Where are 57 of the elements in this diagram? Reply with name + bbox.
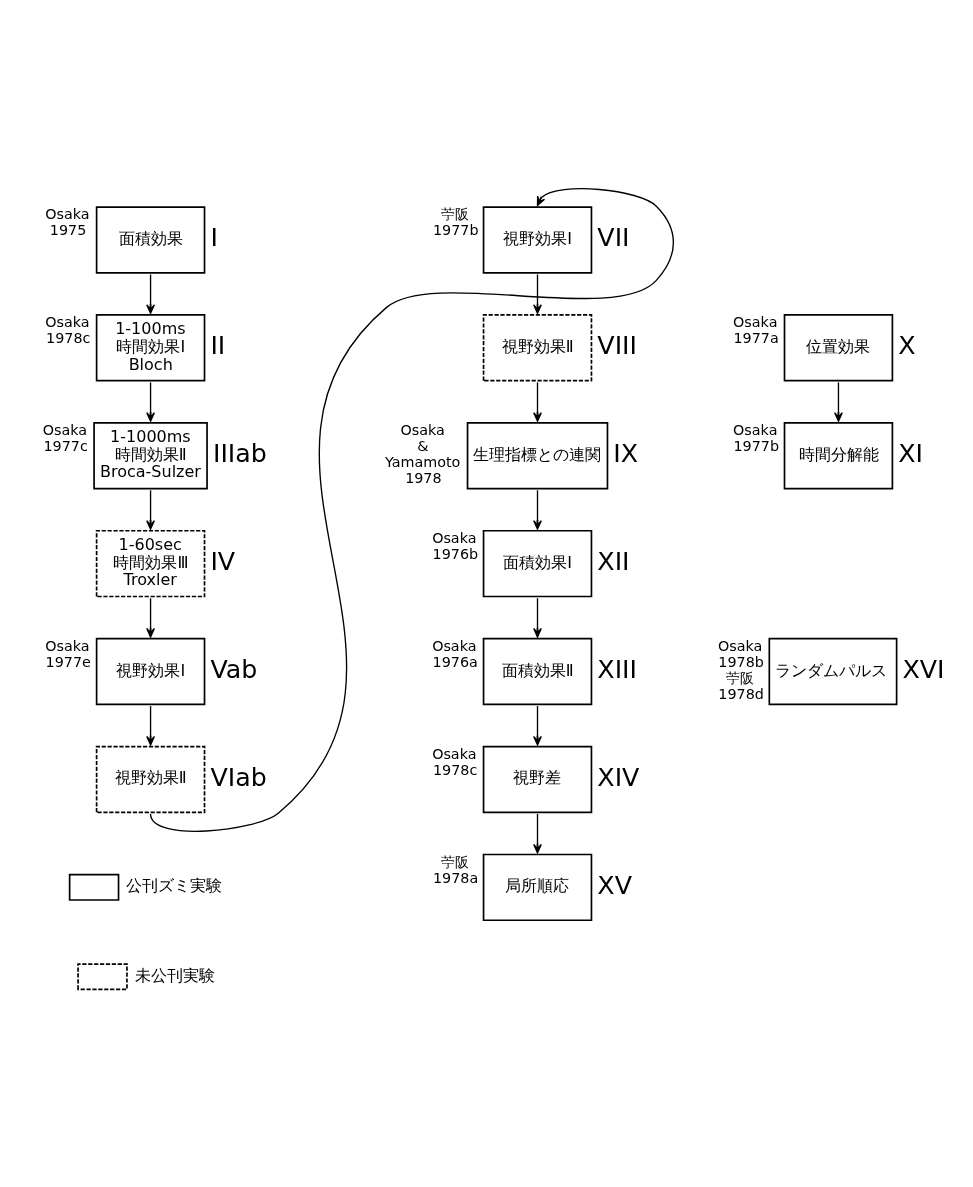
node-box: 視野効果Ⅰ (482, 206, 593, 274)
node-box: 1-100ms 時間効果Ⅰ Bloch (95, 314, 206, 382)
legend-label: 未公刊実験 (134, 965, 215, 985)
node-label: Osaka 1977e (45, 637, 91, 670)
node-label: XVI (902, 654, 945, 684)
node-box: 視野効果Ⅱ (482, 314, 593, 382)
node-label: 苧阪 1977b (432, 206, 479, 239)
node-label: Osaka 1977b (733, 422, 780, 455)
arrow (533, 813, 542, 854)
node-box: 1-1000ms 時間効果Ⅱ Broca-Sulzer (93, 422, 208, 490)
node-label: IV (210, 546, 236, 576)
node-label: X (898, 331, 916, 361)
node-box: 面積効果Ⅰ (482, 529, 593, 598)
node-box: 面積効果 (95, 206, 206, 274)
node-label: Osaka 1978b 苧阪 1978d (717, 637, 764, 703)
node-box: 位置効果 (783, 314, 894, 382)
node-label: IX (613, 439, 639, 469)
node-box: 生理指標との連関 (466, 422, 609, 490)
node-label: XV (597, 870, 632, 900)
node-label: Osaka 1978c (45, 314, 91, 347)
node-box: 局所順応 (482, 853, 593, 922)
node-box: ランダムパルス (768, 637, 898, 706)
node-label: XIV (597, 762, 640, 792)
arrow (533, 597, 542, 638)
node-box: 視野差 (482, 745, 593, 814)
node-label: XIII (597, 654, 638, 684)
node-label: Osaka 1977c (42, 422, 88, 455)
node-label: Osaka 1976a (432, 637, 478, 670)
node-label: Osaka 1976b (432, 530, 479, 563)
node-box: 面積効果Ⅱ (482, 637, 593, 706)
arrow (533, 273, 542, 314)
arrow (533, 705, 542, 746)
node-label: 苧阪 1978a (432, 853, 479, 886)
node-label: Vab (210, 654, 258, 684)
node-box: 視野効果Ⅰ (95, 637, 206, 706)
node-box: 1-60sec 時間効果Ⅲ Troxler (95, 529, 206, 598)
node-label: Osaka 1977a (733, 314, 779, 347)
node-label: I (210, 223, 218, 253)
node-box: 時間分解能 (783, 422, 894, 490)
arrow (146, 705, 156, 746)
arrow (834, 381, 843, 422)
arrow (146, 489, 156, 530)
node-label: Osaka 1978c (432, 745, 478, 778)
node-box: 視野効果Ⅱ (95, 745, 206, 814)
legend-label: 公刊ズミ実験 (126, 876, 223, 896)
node-label: VIab (210, 762, 267, 792)
node-label: VIII (597, 331, 637, 361)
node-label: XI (898, 439, 924, 469)
node-label: II (210, 331, 226, 361)
node-label: IIIab (212, 439, 267, 469)
node-label: Osaka & Yamamoto 1978 (384, 422, 461, 487)
arrow (533, 381, 542, 422)
arrow (146, 273, 156, 314)
arrow (149, 188, 675, 832)
node-label: XII (597, 546, 630, 576)
node-label: VII (597, 223, 630, 253)
node-label: Osaka 1975 (45, 206, 90, 239)
